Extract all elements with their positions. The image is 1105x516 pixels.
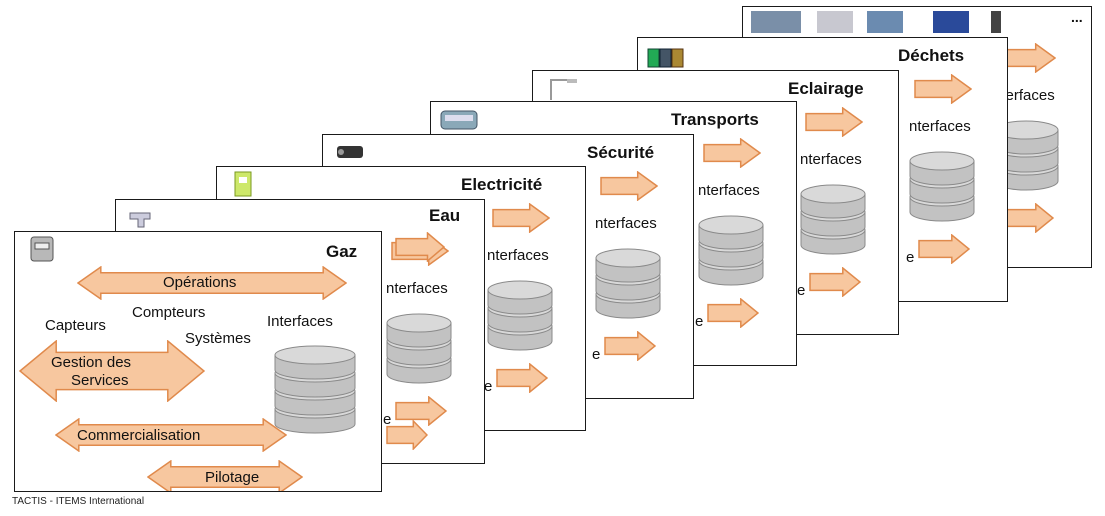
capteurs-label: Capteurs	[45, 317, 106, 334]
database-stack-icon	[595, 248, 661, 319]
systemes-label: Systèmes	[185, 330, 251, 347]
gas-meter-icon	[30, 236, 54, 262]
right-arrow	[386, 420, 428, 450]
right-arrow	[604, 331, 656, 361]
gestion-label-line2: Services	[71, 372, 129, 389]
interfaces-label-partial: nterfaces	[487, 247, 549, 264]
interfaces-label-partial: nterfaces	[800, 151, 862, 168]
pilotage-label: Pilotage	[205, 469, 260, 486]
database-stack-icon	[909, 151, 975, 222]
gestion-services-arrow	[19, 340, 205, 402]
database-stack-icon	[698, 215, 764, 286]
bottom-label-partial: e	[383, 411, 392, 428]
right-arrow	[600, 171, 658, 201]
right-arrow	[914, 74, 972, 104]
commercialisation-arrow	[55, 418, 287, 452]
right-arrow	[918, 234, 970, 264]
gestion-label-line1: Gestion des	[51, 354, 132, 371]
tram-icon	[440, 110, 478, 130]
interfaces-label-partial: nterfaces	[386, 280, 448, 297]
card-title: ...	[1071, 9, 1083, 25]
electric-meter-icon	[234, 171, 252, 197]
commercialisation-label: Commercialisation	[77, 427, 201, 444]
card-title: Eau	[429, 206, 461, 225]
card-title: Déchets	[898, 46, 965, 65]
right-arrow	[492, 203, 550, 233]
bottom-label-partial: e	[695, 313, 704, 330]
bottom-label-partial: e	[484, 378, 493, 395]
street-objects-icons	[751, 11, 1001, 33]
compteurs-label: Compteurs	[132, 304, 206, 321]
card-title: Electricité	[461, 175, 543, 194]
interfaces-label-partial: nterfaces	[993, 87, 1055, 104]
waste-bins-icon	[647, 48, 684, 68]
interfaces-label-partial: nterfaces	[698, 182, 760, 199]
database-stack-icon	[993, 120, 1059, 191]
operations-arrow	[77, 266, 347, 300]
card-title: Sécurité	[587, 143, 655, 162]
right-arrow	[809, 267, 861, 297]
interfaces-label-partial: nterfaces	[909, 118, 971, 135]
operations-label: Opérations	[163, 274, 237, 291]
card-title: Gaz	[326, 242, 358, 261]
right-arrow	[707, 298, 759, 328]
footer-credit: TACTIS - ITEMS International	[12, 496, 145, 507]
database-stack-icon	[386, 313, 452, 384]
right-arrow	[1002, 203, 1054, 233]
water-tap-icon	[129, 212, 151, 228]
security-camera-icon	[337, 146, 363, 158]
right-arrow	[395, 232, 445, 262]
card-title: Eclairage	[788, 79, 864, 98]
interfaces-label: Interfaces	[267, 313, 333, 330]
database-stack-icon	[800, 184, 866, 255]
pilotage-arrow	[147, 460, 303, 491]
right-arrow	[395, 396, 447, 426]
right-arrow	[496, 363, 548, 393]
card-title: Transports	[671, 110, 759, 129]
bottom-label-partial: e	[592, 346, 601, 363]
database-stack-icon	[274, 345, 356, 434]
interfaces-label-partial: nterfaces	[595, 215, 657, 232]
right-arrow	[703, 138, 761, 168]
bottom-label-partial: e	[797, 282, 806, 299]
street-lamp-icon	[550, 79, 577, 100]
right-arrow	[805, 107, 863, 137]
bottom-label-partial: e	[906, 249, 915, 266]
database-stack-icon	[487, 280, 553, 351]
